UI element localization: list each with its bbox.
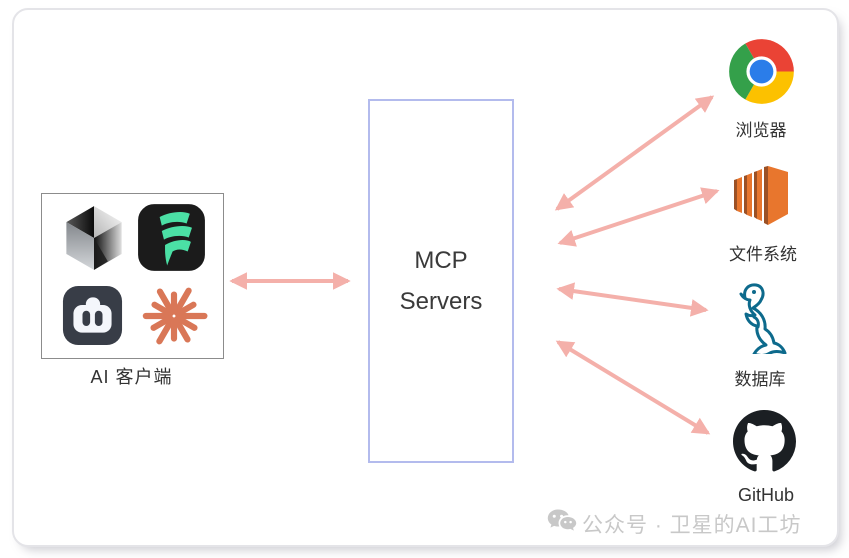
mcp-servers-label: MCP Servers bbox=[399, 247, 483, 315]
cursor-cube-icon bbox=[66, 206, 122, 270]
target-label-browser: 浏览器 bbox=[735, 121, 787, 140]
wechat-icon bbox=[547, 509, 577, 531]
ai-client-label: AI 客户端 bbox=[90, 367, 173, 387]
target-label-github: GitHub bbox=[737, 485, 795, 505]
github-icon bbox=[733, 410, 796, 472]
aws-ec2-icon bbox=[734, 166, 788, 225]
mysql-dolphin-icon bbox=[739, 283, 787, 354]
bot-icon bbox=[62, 285, 123, 346]
mcp-servers-box: MCP Servers bbox=[368, 99, 514, 463]
claude-starburst-icon bbox=[142, 287, 208, 345]
target-label-filesystem: 文件系统 bbox=[729, 245, 797, 264]
windsurf-icon bbox=[138, 204, 205, 271]
target-label-database: 数据库 bbox=[734, 370, 786, 389]
chrome-icon bbox=[729, 39, 794, 104]
watermark-text: 公众号 · 卫星的AI工坊 bbox=[582, 514, 802, 537]
